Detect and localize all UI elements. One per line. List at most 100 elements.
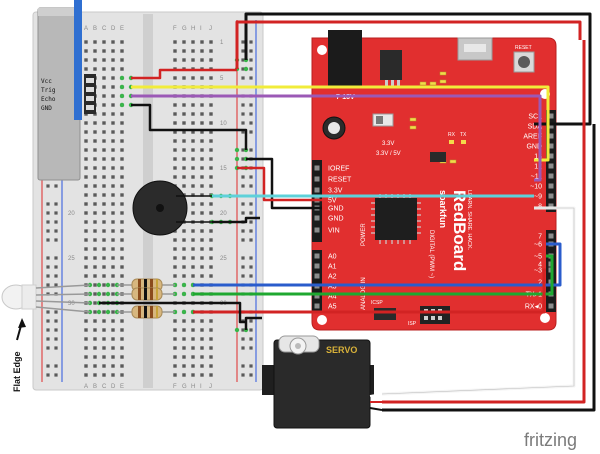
breadboard-hole <box>209 40 213 44</box>
board-tagline: LEARN. SHARE. HACK. <box>466 190 472 251</box>
breadboard-hole <box>182 103 186 107</box>
sensor-pin-vcc: Vcc <box>41 78 52 85</box>
rail-hole <box>249 148 253 152</box>
breadboard-hole <box>173 49 177 53</box>
rail-hole <box>54 319 58 323</box>
header-label: GND <box>526 144 542 151</box>
breadboard-hole <box>84 220 88 224</box>
breadboard-hole <box>111 229 115 233</box>
header-label: 5V <box>328 198 337 205</box>
header-label: A2 <box>328 274 337 281</box>
breadboard-hole <box>84 121 88 125</box>
breadboard-hole <box>93 157 97 161</box>
rgb-led: Flat Edge <box>1 284 91 392</box>
breadboard-hole <box>102 292 106 296</box>
breadboard-hole <box>182 121 186 125</box>
breadboard-hole <box>111 238 115 242</box>
column-letter: B <box>93 384 97 390</box>
breadboard-hole <box>111 148 115 152</box>
power-switch-label: 3.3V / 5V <box>376 151 401 157</box>
breadboard-hole <box>93 139 97 143</box>
breadboard-hole <box>191 76 195 80</box>
breadboard-hole <box>173 40 177 44</box>
breadboard-hole <box>173 148 177 152</box>
breadboard-hole <box>191 319 195 323</box>
breadboard-hole <box>102 166 106 170</box>
breadboard-hole <box>200 76 204 80</box>
breadboard-hole <box>102 274 106 278</box>
icsp-header <box>374 308 396 320</box>
column-letter: A <box>84 384 88 390</box>
breadboard-hole <box>120 220 124 224</box>
rail-hole <box>54 310 58 314</box>
rail-hole <box>46 274 50 278</box>
breadboard-hole <box>111 112 115 116</box>
header-label: 3.3V <box>328 188 343 195</box>
isp-label: ISP <box>408 321 417 327</box>
breadboard-hole <box>182 166 186 170</box>
wire-red-sensor-vcc <box>131 68 237 80</box>
breadboard-hole <box>200 193 204 197</box>
header-label: ~9 <box>534 194 542 201</box>
rail-hole <box>241 121 245 125</box>
servo-body <box>273 339 371 429</box>
breadboard-hole <box>111 94 115 98</box>
breadboard-hole <box>182 130 186 134</box>
header-pin <box>314 303 320 309</box>
breadboard-hole <box>93 256 97 260</box>
redboard-pcb <box>311 37 557 331</box>
header-label: 12 <box>534 164 542 171</box>
breadboard-hole <box>209 355 213 359</box>
header-pin <box>548 133 554 139</box>
rail-hole <box>54 364 58 368</box>
header-label: 13 <box>534 154 542 161</box>
rail-hole <box>241 112 245 116</box>
breadboard-hole <box>93 49 97 53</box>
breadboard-hole <box>173 121 177 125</box>
breadboard-hole <box>191 121 195 125</box>
breadboard-hole <box>102 76 106 80</box>
rail-hole <box>249 40 253 44</box>
breadboard-hole <box>209 202 213 206</box>
breadboard-hole <box>191 247 195 251</box>
breadboard-hole <box>111 193 115 197</box>
rail-hole <box>241 337 245 341</box>
breadboard-hole <box>111 337 115 341</box>
rail-hole <box>54 202 58 206</box>
breadboard-hole <box>102 364 106 368</box>
rail-hole <box>46 265 50 269</box>
breadboard-hole <box>120 130 124 134</box>
breadboard-hole <box>84 58 88 62</box>
row-number: 20 <box>68 211 75 217</box>
breadboard-hole <box>93 175 97 179</box>
header-label: A0 <box>328 254 337 261</box>
rail-hole <box>241 211 245 215</box>
header-label: SCL <box>528 114 542 121</box>
rail-hole <box>249 256 253 260</box>
breadboard-hole <box>120 355 124 359</box>
header-label: RESET <box>328 177 352 184</box>
breadboard-hole <box>84 211 88 215</box>
breadboard-hole <box>120 40 124 44</box>
breadboard-hole <box>111 40 115 44</box>
breadboard-hole <box>102 103 106 107</box>
breadboard-hole <box>120 166 124 170</box>
row-number: 1 <box>220 40 224 46</box>
breadboard-hole <box>182 148 186 152</box>
breadboard-hole <box>209 229 213 233</box>
breadboard-hole <box>173 76 177 80</box>
header-pin <box>314 165 320 171</box>
breadboard-hole <box>111 58 115 62</box>
breadboard-hole <box>102 337 106 341</box>
rail-hole <box>46 337 50 341</box>
breadboard-hole <box>209 49 213 53</box>
breadboard-hole <box>182 49 186 53</box>
breadboard-hole <box>102 121 106 125</box>
breadboard-hole <box>84 184 88 188</box>
breadboard-hole <box>120 211 124 215</box>
breadboard-hole <box>200 157 204 161</box>
breadboard-hole <box>120 373 124 377</box>
breadboard-hole <box>93 166 97 170</box>
breadboard-hole <box>93 283 97 287</box>
header-pin <box>548 233 554 239</box>
